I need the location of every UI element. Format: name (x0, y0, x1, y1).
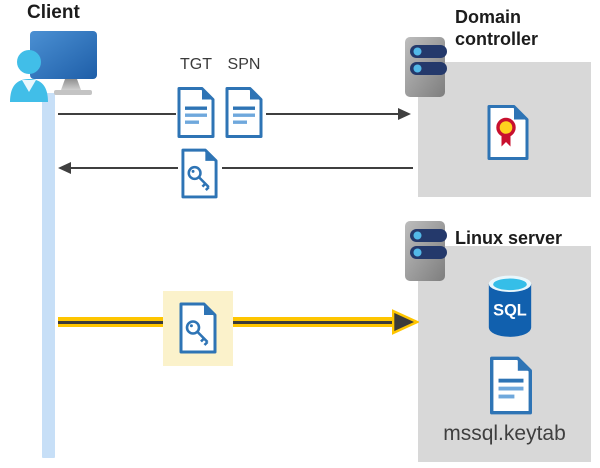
return-arrow-line-right (222, 167, 413, 169)
spn-label: SPN (227, 56, 261, 73)
domain-controller-label: Domain controller (455, 7, 539, 49)
sql-label: SQL (493, 302, 527, 320)
tgt-document-icon (176, 86, 216, 139)
linux-server-icon (402, 219, 448, 283)
keytab-label: mssql.keytab (443, 422, 566, 445)
certificate-icon (487, 105, 529, 160)
keytab-document-icon (488, 356, 534, 415)
client-session-line (42, 93, 55, 458)
domain-controller-server-icon (402, 35, 448, 99)
request-arrow-line-right (266, 113, 398, 115)
sql-connection-arrowhead-icon (392, 309, 419, 335)
return-arrow-line-left (71, 167, 178, 169)
request-arrowhead-icon (398, 108, 411, 120)
client-user-monitor-icon (10, 31, 97, 102)
highlighted-key-file-icon (178, 301, 218, 355)
client-label: Client (27, 2, 80, 23)
sql-database-icon: SQL (488, 275, 532, 337)
return-arrowhead-icon (58, 162, 71, 174)
request-arrow-line-left (58, 113, 176, 115)
tgt-label: TGT (180, 56, 212, 73)
key-file-icon (180, 147, 219, 200)
linux-server-label: Linux server (455, 228, 563, 248)
spn-document-icon (224, 86, 264, 139)
